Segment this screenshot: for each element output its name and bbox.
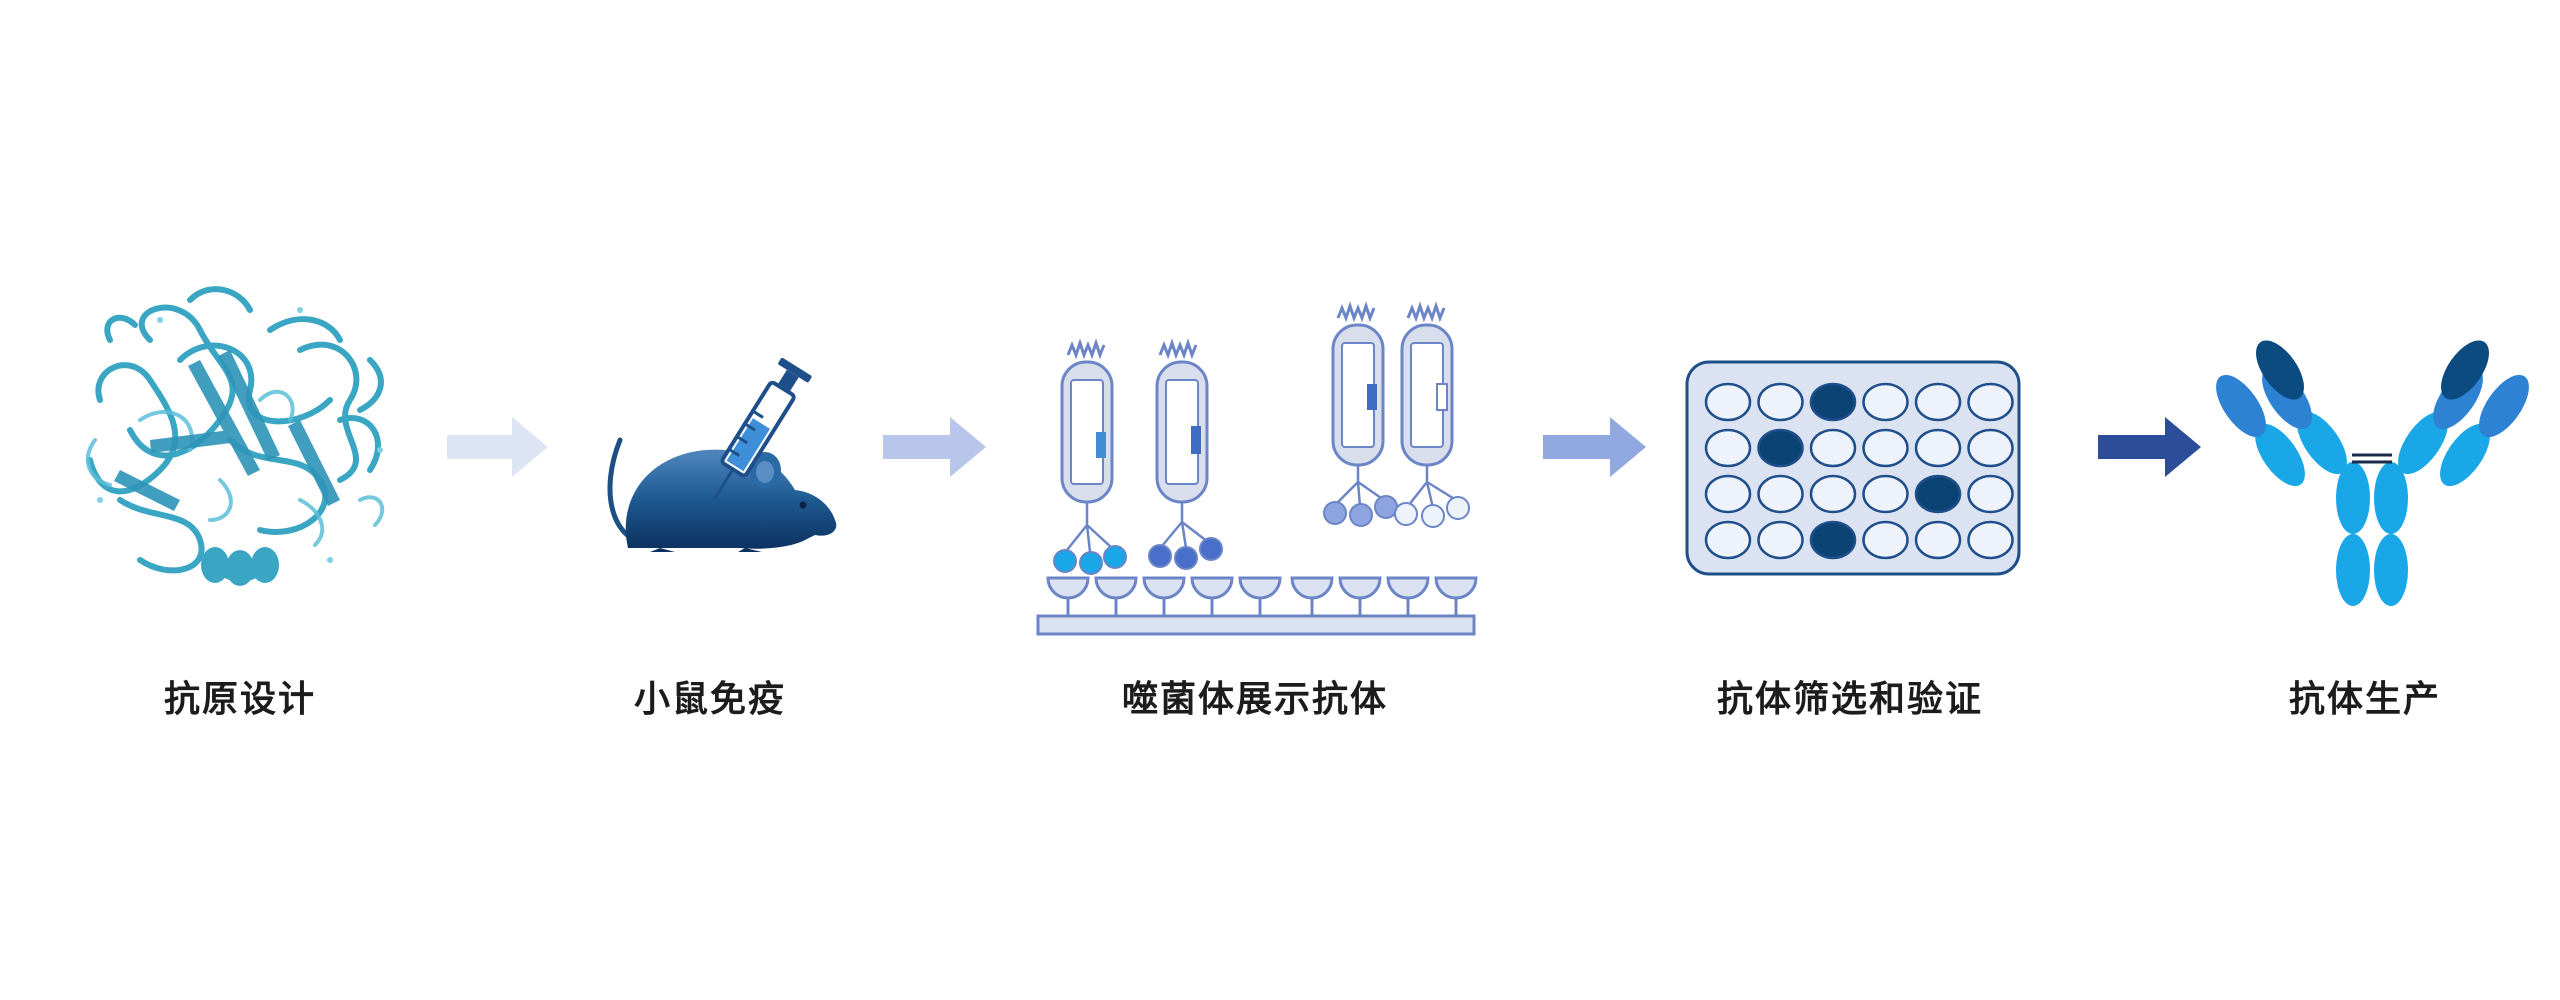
well — [1862, 428, 1909, 468]
well — [1862, 474, 1909, 514]
well — [1914, 428, 1962, 468]
well — [1809, 428, 1857, 468]
well — [1967, 474, 2014, 514]
well — [1967, 520, 2014, 560]
well — [1862, 520, 1909, 560]
well — [1757, 520, 1804, 560]
arrow-right-icon — [883, 417, 986, 477]
well — [1809, 474, 1857, 514]
arrow-right-icon — [2098, 417, 2201, 477]
arrow-right-icon — [1543, 417, 1646, 477]
phage-display-icon — [1036, 301, 1478, 636]
antibody-icon — [2216, 340, 2529, 606]
stage-label-antibody-production: 抗体生产 — [2288, 679, 2441, 720]
well — [1967, 428, 2014, 468]
arrow-right-icon — [447, 417, 548, 477]
elisa-well-plate-icon — [1685, 360, 2021, 576]
well — [1967, 382, 2014, 422]
protein-structure-icon — [85, 286, 385, 586]
well — [1914, 382, 1962, 422]
well — [1914, 520, 1962, 560]
well-positive — [1809, 520, 1857, 560]
well — [1704, 474, 1752, 514]
well — [1704, 382, 1752, 422]
well — [1704, 428, 1752, 468]
well — [1757, 382, 1804, 422]
well — [1704, 520, 1752, 560]
stage-label-screening-validation: 抗体筛选和验证 — [1716, 679, 1983, 720]
well — [1862, 382, 1909, 422]
mouse-with-syringe-icon — [607, 357, 837, 552]
well-positive — [1757, 428, 1804, 468]
well — [1757, 474, 1804, 514]
stage-label-phage-display: 噬菌体展示抗体 — [1121, 679, 1388, 720]
stage-label-mouse-immunization: 小鼠免疫 — [633, 679, 786, 720]
well-positive — [1809, 382, 1857, 422]
well-positive — [1914, 474, 1962, 514]
stage-label-antigen-design: 抗原设计 — [163, 679, 316, 720]
